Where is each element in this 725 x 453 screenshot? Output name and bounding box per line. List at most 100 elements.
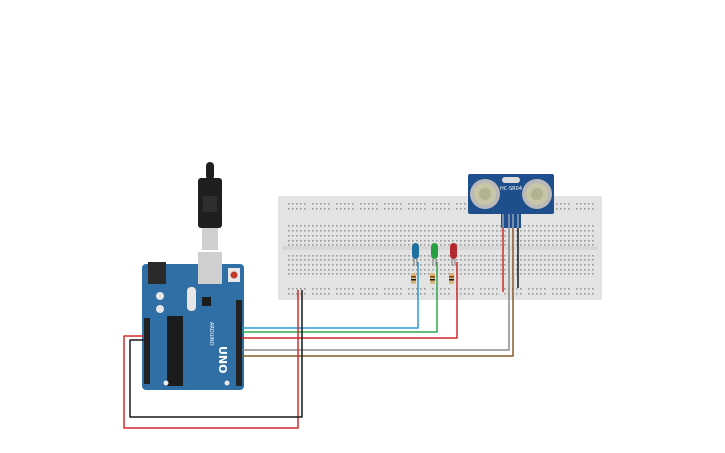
breadboard-hole[interactable] [472, 244, 474, 246]
breadboard-hole[interactable] [476, 240, 478, 242]
breadboard-hole[interactable] [400, 203, 402, 205]
breadboard-hole[interactable] [296, 235, 298, 237]
breadboard-hole[interactable] [572, 240, 574, 242]
breadboard-hole[interactable] [344, 240, 346, 242]
breadboard-hole[interactable] [440, 208, 442, 210]
breadboard-hole[interactable] [504, 259, 506, 261]
breadboard-hole[interactable] [524, 255, 526, 257]
breadboard-hole[interactable] [588, 269, 590, 271]
breadboard-hole[interactable] [520, 269, 522, 271]
breadboard-hole[interactable] [388, 255, 390, 257]
breadboard-hole[interactable] [496, 259, 498, 261]
breadboard-hole[interactable] [292, 288, 294, 290]
breadboard-hole[interactable] [372, 288, 374, 290]
breadboard-hole[interactable] [436, 203, 438, 205]
breadboard-hole[interactable] [392, 225, 394, 227]
breadboard-hole[interactable] [592, 269, 594, 271]
breadboard-hole[interactable] [336, 259, 338, 261]
breadboard-hole[interactable] [316, 230, 318, 232]
breadboard-hole[interactable] [480, 259, 482, 261]
breadboard-hole[interactable] [592, 208, 594, 210]
breadboard-hole[interactable] [504, 269, 506, 271]
breadboard-hole[interactable] [372, 235, 374, 237]
breadboard-hole[interactable] [584, 244, 586, 246]
breadboard-hole[interactable] [480, 273, 482, 275]
breadboard-hole[interactable] [492, 244, 494, 246]
breadboard-hole[interactable] [576, 240, 578, 242]
breadboard-hole[interactable] [360, 225, 362, 227]
breadboard-hole[interactable] [396, 273, 398, 275]
breadboard-hole[interactable] [324, 273, 326, 275]
breadboard-hole[interactable] [500, 269, 502, 271]
breadboard-hole[interactable] [424, 264, 426, 266]
breadboard-hole[interactable] [452, 240, 454, 242]
breadboard-hole[interactable] [528, 240, 530, 242]
breadboard-hole[interactable] [412, 259, 414, 261]
breadboard-hole[interactable] [368, 273, 370, 275]
breadboard-hole[interactable] [344, 269, 346, 271]
breadboard-hole[interactable] [452, 235, 454, 237]
breadboard-hole[interactable] [376, 240, 378, 242]
breadboard-hole[interactable] [348, 255, 350, 257]
breadboard-hole[interactable] [548, 235, 550, 237]
breadboard-hole[interactable] [496, 244, 498, 246]
breadboard-hole[interactable] [572, 230, 574, 232]
breadboard-hole[interactable] [408, 293, 410, 295]
breadboard-hole[interactable] [324, 235, 326, 237]
breadboard-hole[interactable] [296, 264, 298, 266]
breadboard-hole[interactable] [360, 269, 362, 271]
breadboard-hole[interactable] [432, 269, 434, 271]
breadboard-hole[interactable] [536, 269, 538, 271]
breadboard-hole[interactable] [340, 264, 342, 266]
breadboard-hole[interactable] [412, 203, 414, 205]
breadboard-hole[interactable] [352, 288, 354, 290]
wire-green[interactable] [242, 262, 438, 333]
breadboard-hole[interactable] [300, 244, 302, 246]
breadboard-hole[interactable] [332, 255, 334, 257]
breadboard-hole[interactable] [496, 273, 498, 275]
breadboard-hole[interactable] [356, 230, 358, 232]
breadboard-hole[interactable] [516, 269, 518, 271]
breadboard-hole[interactable] [408, 273, 410, 275]
breadboard-hole[interactable] [532, 273, 534, 275]
breadboard-hole[interactable] [400, 255, 402, 257]
breadboard-hole[interactable] [432, 225, 434, 227]
breadboard-hole[interactable] [336, 293, 338, 295]
breadboard-hole[interactable] [560, 235, 562, 237]
breadboard-hole[interactable] [428, 259, 430, 261]
breadboard-hole[interactable] [568, 240, 570, 242]
breadboard-hole[interactable] [324, 240, 326, 242]
breadboard-hole[interactable] [380, 255, 382, 257]
breadboard-hole[interactable] [344, 264, 346, 266]
breadboard-hole[interactable] [444, 230, 446, 232]
breadboard-hole[interactable] [312, 264, 314, 266]
breadboard-hole[interactable] [496, 264, 498, 266]
breadboard-hole[interactable] [364, 230, 366, 232]
breadboard-hole[interactable] [552, 259, 554, 261]
breadboard-hole[interactable] [364, 208, 366, 210]
breadboard-hole[interactable] [564, 235, 566, 237]
breadboard-hole[interactable] [308, 240, 310, 242]
breadboard-hole[interactable] [584, 255, 586, 257]
breadboard-hole[interactable] [384, 240, 386, 242]
breadboard-hole[interactable] [588, 203, 590, 205]
breadboard-hole[interactable] [500, 225, 502, 227]
breadboard-hole[interactable] [560, 244, 562, 246]
breadboard-hole[interactable] [456, 230, 458, 232]
breadboard-hole[interactable] [404, 230, 406, 232]
breadboard-hole[interactable] [392, 255, 394, 257]
breadboard-hole[interactable] [400, 269, 402, 271]
breadboard-hole[interactable] [532, 293, 534, 295]
led-blue[interactable] [412, 243, 419, 266]
breadboard-hole[interactable] [368, 264, 370, 266]
breadboard-hole[interactable] [556, 259, 558, 261]
breadboard-hole[interactable] [288, 264, 290, 266]
breadboard-hole[interactable] [304, 225, 306, 227]
breadboard-hole[interactable] [420, 235, 422, 237]
breadboard-hole[interactable] [408, 244, 410, 246]
breadboard-hole[interactable] [460, 240, 462, 242]
breadboard-hole[interactable] [444, 273, 446, 275]
breadboard-hole[interactable] [528, 273, 530, 275]
breadboard-hole[interactable] [488, 273, 490, 275]
breadboard-hole[interactable] [500, 230, 502, 232]
